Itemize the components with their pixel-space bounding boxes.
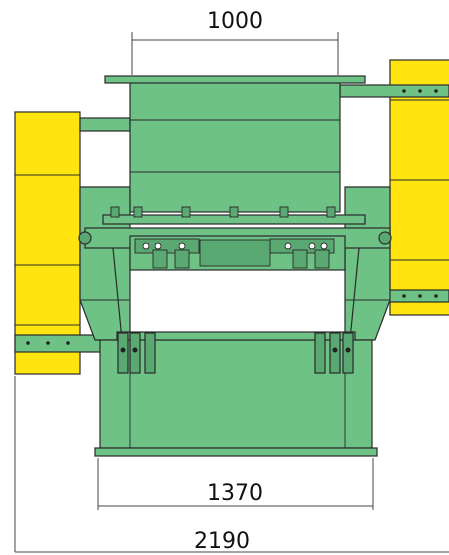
- toggle-blocks: [129, 235, 346, 271]
- dimension-label-overall: 2190: [194, 529, 250, 554]
- bolted-flange: [102, 206, 366, 225]
- lower-housing: [94, 339, 378, 457]
- flange-bolts: [110, 206, 336, 218]
- dimension-label-base: 1370: [207, 481, 263, 506]
- dimension-label-top: 1000: [207, 9, 263, 34]
- dimension-top: 1000: [131, 9, 339, 75]
- dimension-overall: 2190: [14, 376, 449, 554]
- hopper: [104, 75, 366, 213]
- dimension-base: 1370: [97, 458, 374, 510]
- right-flywheel: [389, 59, 449, 316]
- frame-rods: [112, 247, 360, 341]
- bottom-pivots: [116, 331, 356, 374]
- left-shaft: [14, 117, 131, 353]
